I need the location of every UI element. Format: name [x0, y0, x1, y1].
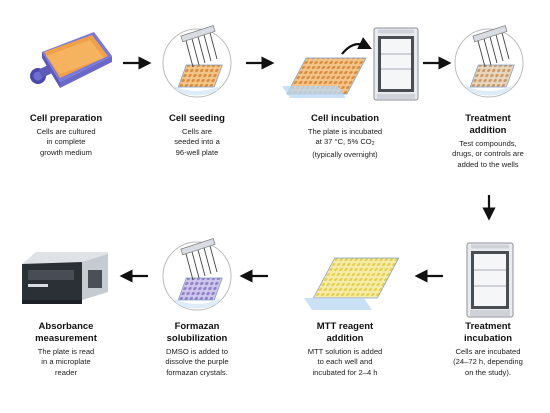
description-line: to each well and: [317, 357, 373, 367]
step-absorbance-measurement: Absorbance measurement The plate is read…: [11, 321, 121, 378]
description-line: reader: [55, 367, 77, 377]
step-title: Formazan solubilization: [142, 321, 252, 345]
description-line: at 37 °C, 5% CO2: [280, 137, 410, 149]
step-description: Cells are incubated (24–72 h, depending …: [428, 347, 548, 378]
description-line: Test compounds,: [459, 139, 517, 148]
step-title: Cell incubation: [310, 113, 380, 124]
yellow-plate-icon: [304, 257, 400, 310]
description-line: The plate is incubated: [307, 127, 383, 136]
title-line: solubilization: [166, 333, 228, 344]
microplate-reader-icon: [22, 252, 108, 304]
description-line: Cells are cultured: [36, 127, 96, 136]
step-description: DMSO is added to dissolve the purple for…: [142, 347, 252, 378]
title-line: addition: [469, 125, 507, 136]
description-line: The plate is read: [37, 347, 95, 356]
title-line: Treatment: [465, 113, 511, 124]
title-line: measurement: [35, 333, 97, 344]
flow-arrows: [119, 56, 496, 283]
title-line: Treatment: [465, 321, 511, 332]
step-title: Cell preparation: [29, 113, 103, 124]
description-line: added to the wells: [457, 159, 519, 169]
title-line: addition: [326, 333, 364, 344]
title-line: incubation: [463, 333, 513, 344]
step-description: The plate is incubated at 37 °C, 5% CO2 …: [280, 127, 410, 160]
description-line: Cells are incubated: [455, 347, 521, 356]
description-line: growth medium: [40, 147, 92, 157]
step-cell-seeding: Cell seeding Cells are seeded into a 96-…: [142, 113, 252, 158]
step-description: Cells are seeded into a 96-well plate: [142, 127, 252, 158]
step-description: The plate is read in a microplate reader: [11, 347, 121, 378]
step-formazan-solubilization: Formazan solubilization DMSO is added to…: [142, 321, 252, 378]
description-line: 96-well plate: [175, 147, 219, 157]
step-description: Test compounds, drugs, or controls are a…: [428, 139, 548, 170]
plate-into-incubator-icon: [282, 27, 419, 101]
co2-subscript: 2: [371, 141, 375, 148]
description-line: on the study).: [464, 367, 511, 377]
description-line: (typically overnight): [312, 149, 378, 159]
description-line: (24–72 h, depending: [453, 357, 523, 367]
step-title: Absorbance measurement: [11, 321, 121, 345]
step-title: MTT reagent addition: [285, 321, 405, 345]
incubator-icon: [466, 242, 514, 318]
step-treatment-addition: Treatment addition Test compounds, drugs…: [428, 113, 548, 170]
step-title: Cell seeding: [169, 113, 225, 124]
title-line: MTT reagent: [316, 321, 374, 332]
multichannel-pipette-plate-icon: [162, 238, 232, 311]
description-line: Cells are: [182, 127, 212, 136]
culture-flask-icon: [30, 32, 112, 88]
multichannel-pipette-plate-icon: [454, 25, 524, 98]
description-line: MTT solution is added: [307, 347, 383, 356]
description-line: in complete: [46, 137, 86, 147]
step-mtt-reagent-addition: MTT reagent addition MTT solution is add…: [285, 321, 405, 378]
step-description: Cells are cultured in complete growth me…: [11, 127, 121, 158]
step-title: Treatment addition: [428, 113, 548, 137]
step-cell-preparation: Cell preparation Cells are cultured in c…: [11, 113, 121, 158]
step-treatment-incubation: Treatment incubation Cells are incubated…: [428, 321, 548, 378]
co2-text: at 37 °C, 5% CO: [315, 137, 372, 147]
description-line: DMSO is added to: [165, 347, 229, 356]
multichannel-pipette-plate-icon: [162, 25, 232, 98]
description-line: formazan crystals.: [166, 367, 228, 377]
description-line: drugs, or controls are: [452, 149, 524, 159]
step-title: Treatment incubation: [428, 321, 548, 345]
description-line: incubated for 2–4 h: [312, 367, 378, 377]
title-line: Formazan: [174, 321, 220, 332]
title-line: Absorbance: [38, 321, 94, 332]
description-line: dissolve the purple: [165, 357, 229, 367]
description-line: seeded into a: [174, 137, 220, 147]
description-line: in a microplate: [41, 357, 91, 367]
step-description: MTT solution is added to each well and i…: [285, 347, 405, 378]
step-cell-incubation: Cell incubation The plate is incubated a…: [280, 113, 410, 160]
